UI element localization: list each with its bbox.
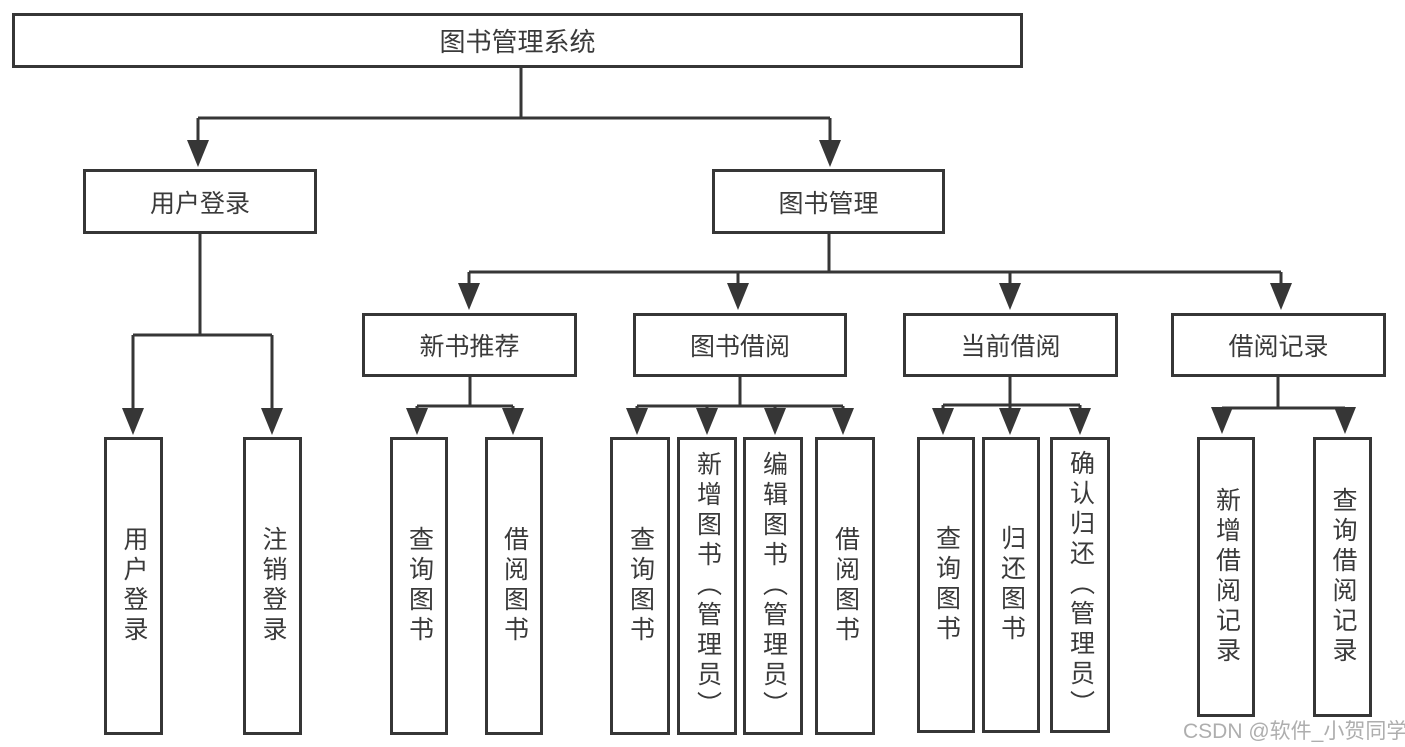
leaf-query-books-current: 查询图书 — [917, 437, 975, 733]
leaf-edit-book-admin: 编辑图书（管理员） — [743, 437, 803, 735]
node-label: 图书管理系统 — [439, 27, 596, 57]
node-label: 用户登录 — [120, 526, 148, 646]
node-borrow-records: 借阅记录 — [1171, 313, 1386, 377]
connector-book-management-children — [458, 234, 1292, 310]
node-label: 确认归还（管理员） — [1066, 450, 1095, 720]
connector-current-borrow-children — [932, 377, 1091, 435]
node-label: 用户登录 — [149, 189, 250, 218]
connector-user-login-children — [122, 234, 283, 435]
leaf-add-book-admin: 新增图书（管理员） — [677, 437, 737, 735]
leaf-query-borrow-record: 查询借阅记录 — [1313, 437, 1372, 717]
node-label: 图书管理 — [778, 189, 879, 218]
node-current-borrow: 当前借阅 — [903, 313, 1118, 377]
leaf-return-book: 归还图书 — [982, 437, 1040, 733]
node-label: 新增借阅记录 — [1212, 487, 1241, 667]
node-new-book-recommend: 新书推荐 — [362, 313, 577, 377]
node-label: 当前借阅 — [960, 333, 1061, 361]
leaf-add-borrow-record: 新增借阅记录 — [1197, 437, 1255, 717]
node-system-root: 图书管理系统 — [12, 13, 1023, 68]
leaf-borrow-books-recommend: 借阅图书 — [485, 437, 543, 735]
node-label: 新书推荐 — [419, 333, 520, 361]
leaf-confirm-return-admin: 确认归还（管理员） — [1050, 437, 1110, 733]
node-user-login: 用户登录 — [83, 169, 317, 234]
node-label: 编辑图书（管理员） — [759, 451, 788, 721]
node-label: 注销登录 — [259, 526, 287, 646]
node-label: 查询借阅记录 — [1329, 487, 1357, 667]
leaf-logout: 注销登录 — [243, 437, 302, 735]
node-label: 查询图书 — [405, 526, 434, 646]
node-label: 借阅图书 — [500, 526, 529, 646]
node-label: 归还图书 — [997, 525, 1026, 645]
node-label: 查询图书 — [932, 525, 961, 645]
connector-new-book-children — [406, 377, 524, 435]
connector-root-to-branches — [187, 68, 841, 167]
leaf-borrow-books: 借阅图书 — [815, 437, 875, 735]
node-book-management: 图书管理 — [712, 169, 945, 234]
leaf-user-login: 用户登录 — [104, 437, 163, 735]
node-label: 借阅图书 — [831, 526, 860, 646]
csdn-watermark: CSDN @软件_小贺同学 — [1183, 720, 1405, 743]
node-label: 图书借阅 — [689, 333, 790, 361]
connector-borrow-records-children — [1211, 377, 1356, 434]
connector-book-borrow-children — [626, 377, 854, 435]
node-book-borrow: 图书借阅 — [633, 313, 847, 377]
node-label: 查询图书 — [626, 526, 655, 646]
leaf-query-books-recommend: 查询图书 — [390, 437, 448, 735]
node-label: 新增图书（管理员） — [693, 451, 722, 721]
leaf-query-books-borrow: 查询图书 — [610, 437, 670, 735]
node-label: 借阅记录 — [1228, 333, 1329, 361]
